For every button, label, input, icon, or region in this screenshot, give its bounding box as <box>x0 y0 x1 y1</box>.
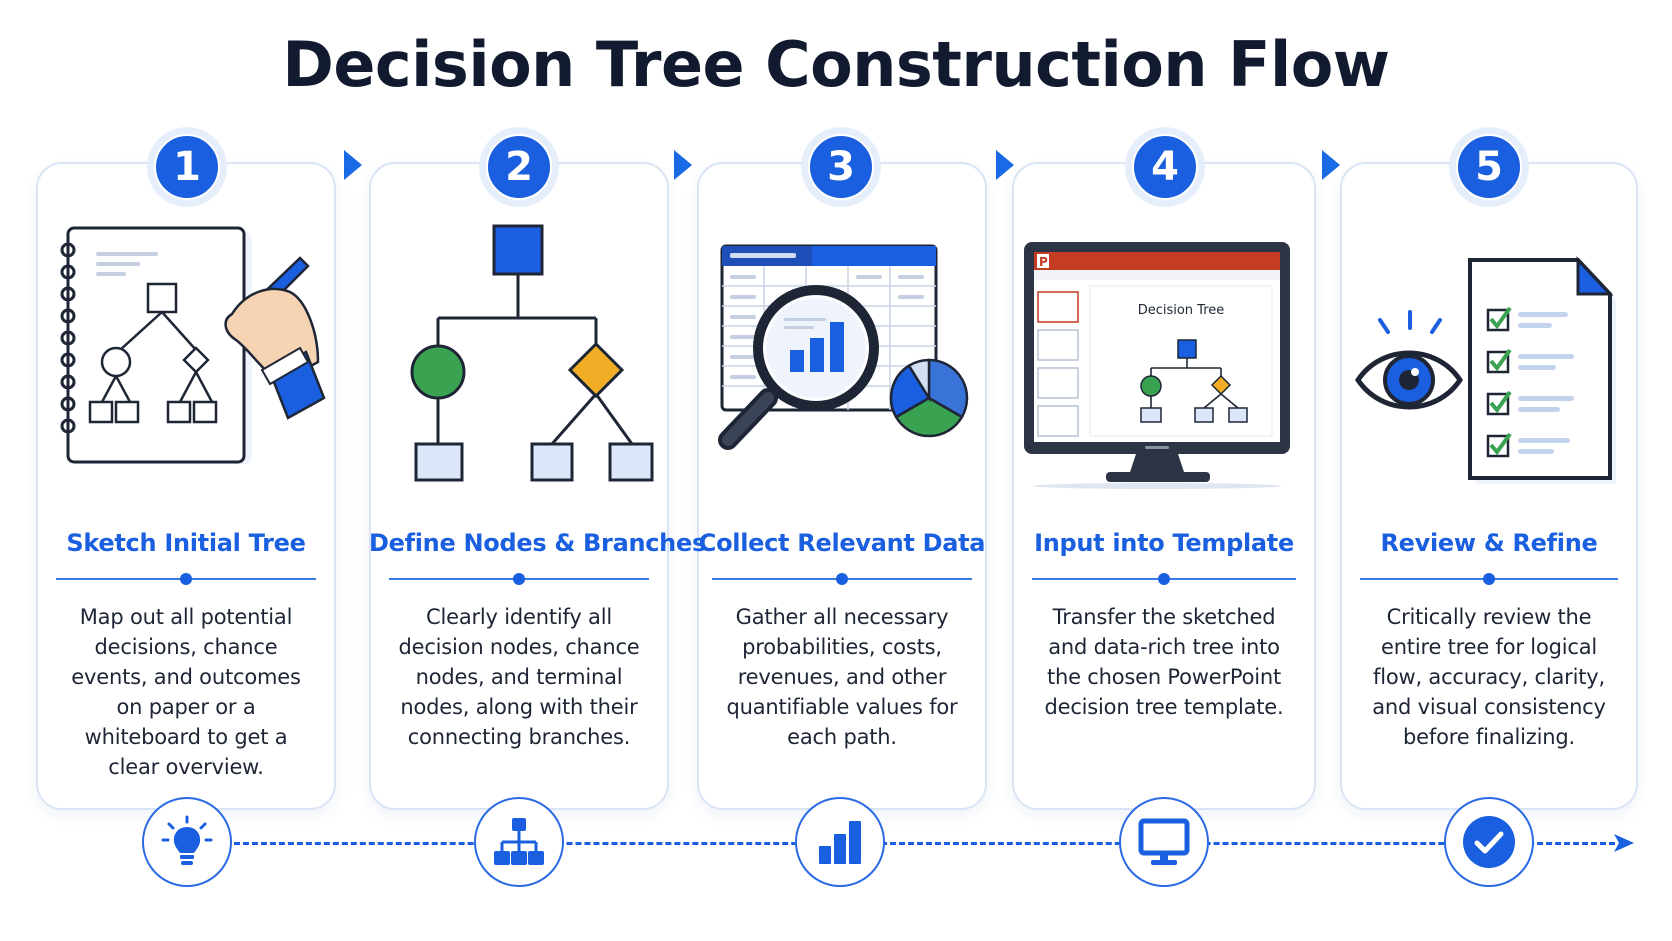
step-badge-3: 3 <box>801 127 881 207</box>
step-badge-2: 2 <box>479 127 559 207</box>
step-badge-1: 1 <box>147 127 227 207</box>
step-description-1: Map out all potential decisions, chance … <box>71 605 301 779</box>
decision-tree-diagram <box>410 224 654 482</box>
slide-title: Decision Tree <box>1138 303 1225 318</box>
step-title-2: Define Nodes & Branches <box>369 529 706 557</box>
step-title-3: Collect Relevant Data <box>698 529 986 557</box>
step-description-5: Critically review the entire tree for lo… <box>1372 605 1606 749</box>
chevron-right-icon <box>674 150 692 180</box>
lightbulb-icon <box>142 797 232 887</box>
step-divider <box>712 570 972 588</box>
step-title-5: Review & Refine <box>1380 529 1598 557</box>
step-description-3: Gather all necessary probabilities, cost… <box>726 605 958 749</box>
step-description-4: Transfer the sketched and data-rich tree… <box>1044 605 1284 719</box>
arrow-right-icon <box>1614 834 1634 852</box>
check-circle-icon <box>1444 797 1534 887</box>
step-description-2: Clearly identify all decision nodes, cha… <box>398 605 640 749</box>
step-badge-5: 5 <box>1449 127 1529 207</box>
step-title-4: Input into Template <box>1034 529 1294 557</box>
powerpoint-monitor-icon: P Decision Tree <box>1024 242 1290 489</box>
step-title-1: Sketch Initial Tree <box>66 529 306 557</box>
hierarchy-icon <box>474 797 564 887</box>
step-badge-4: 4 <box>1125 127 1205 207</box>
bar-chart-icon <box>795 797 885 887</box>
step-divider <box>389 570 649 588</box>
notebook-sketch-icon <box>60 226 326 464</box>
monitor-icon <box>1119 797 1209 887</box>
chevron-right-icon <box>1322 150 1340 180</box>
step-divider <box>1032 570 1296 588</box>
data-analysis-icon <box>718 244 969 450</box>
app-logo-letter: P <box>1039 255 1048 269</box>
chevron-right-icon <box>344 150 362 180</box>
review-checklist-icon <box>1354 256 1616 484</box>
step-divider <box>56 570 316 588</box>
chevron-right-icon <box>996 150 1014 180</box>
page-title: Decision Tree Construction Flow <box>282 28 1390 101</box>
step-divider <box>1360 570 1618 588</box>
timeline-dashed-line <box>225 842 1615 845</box>
